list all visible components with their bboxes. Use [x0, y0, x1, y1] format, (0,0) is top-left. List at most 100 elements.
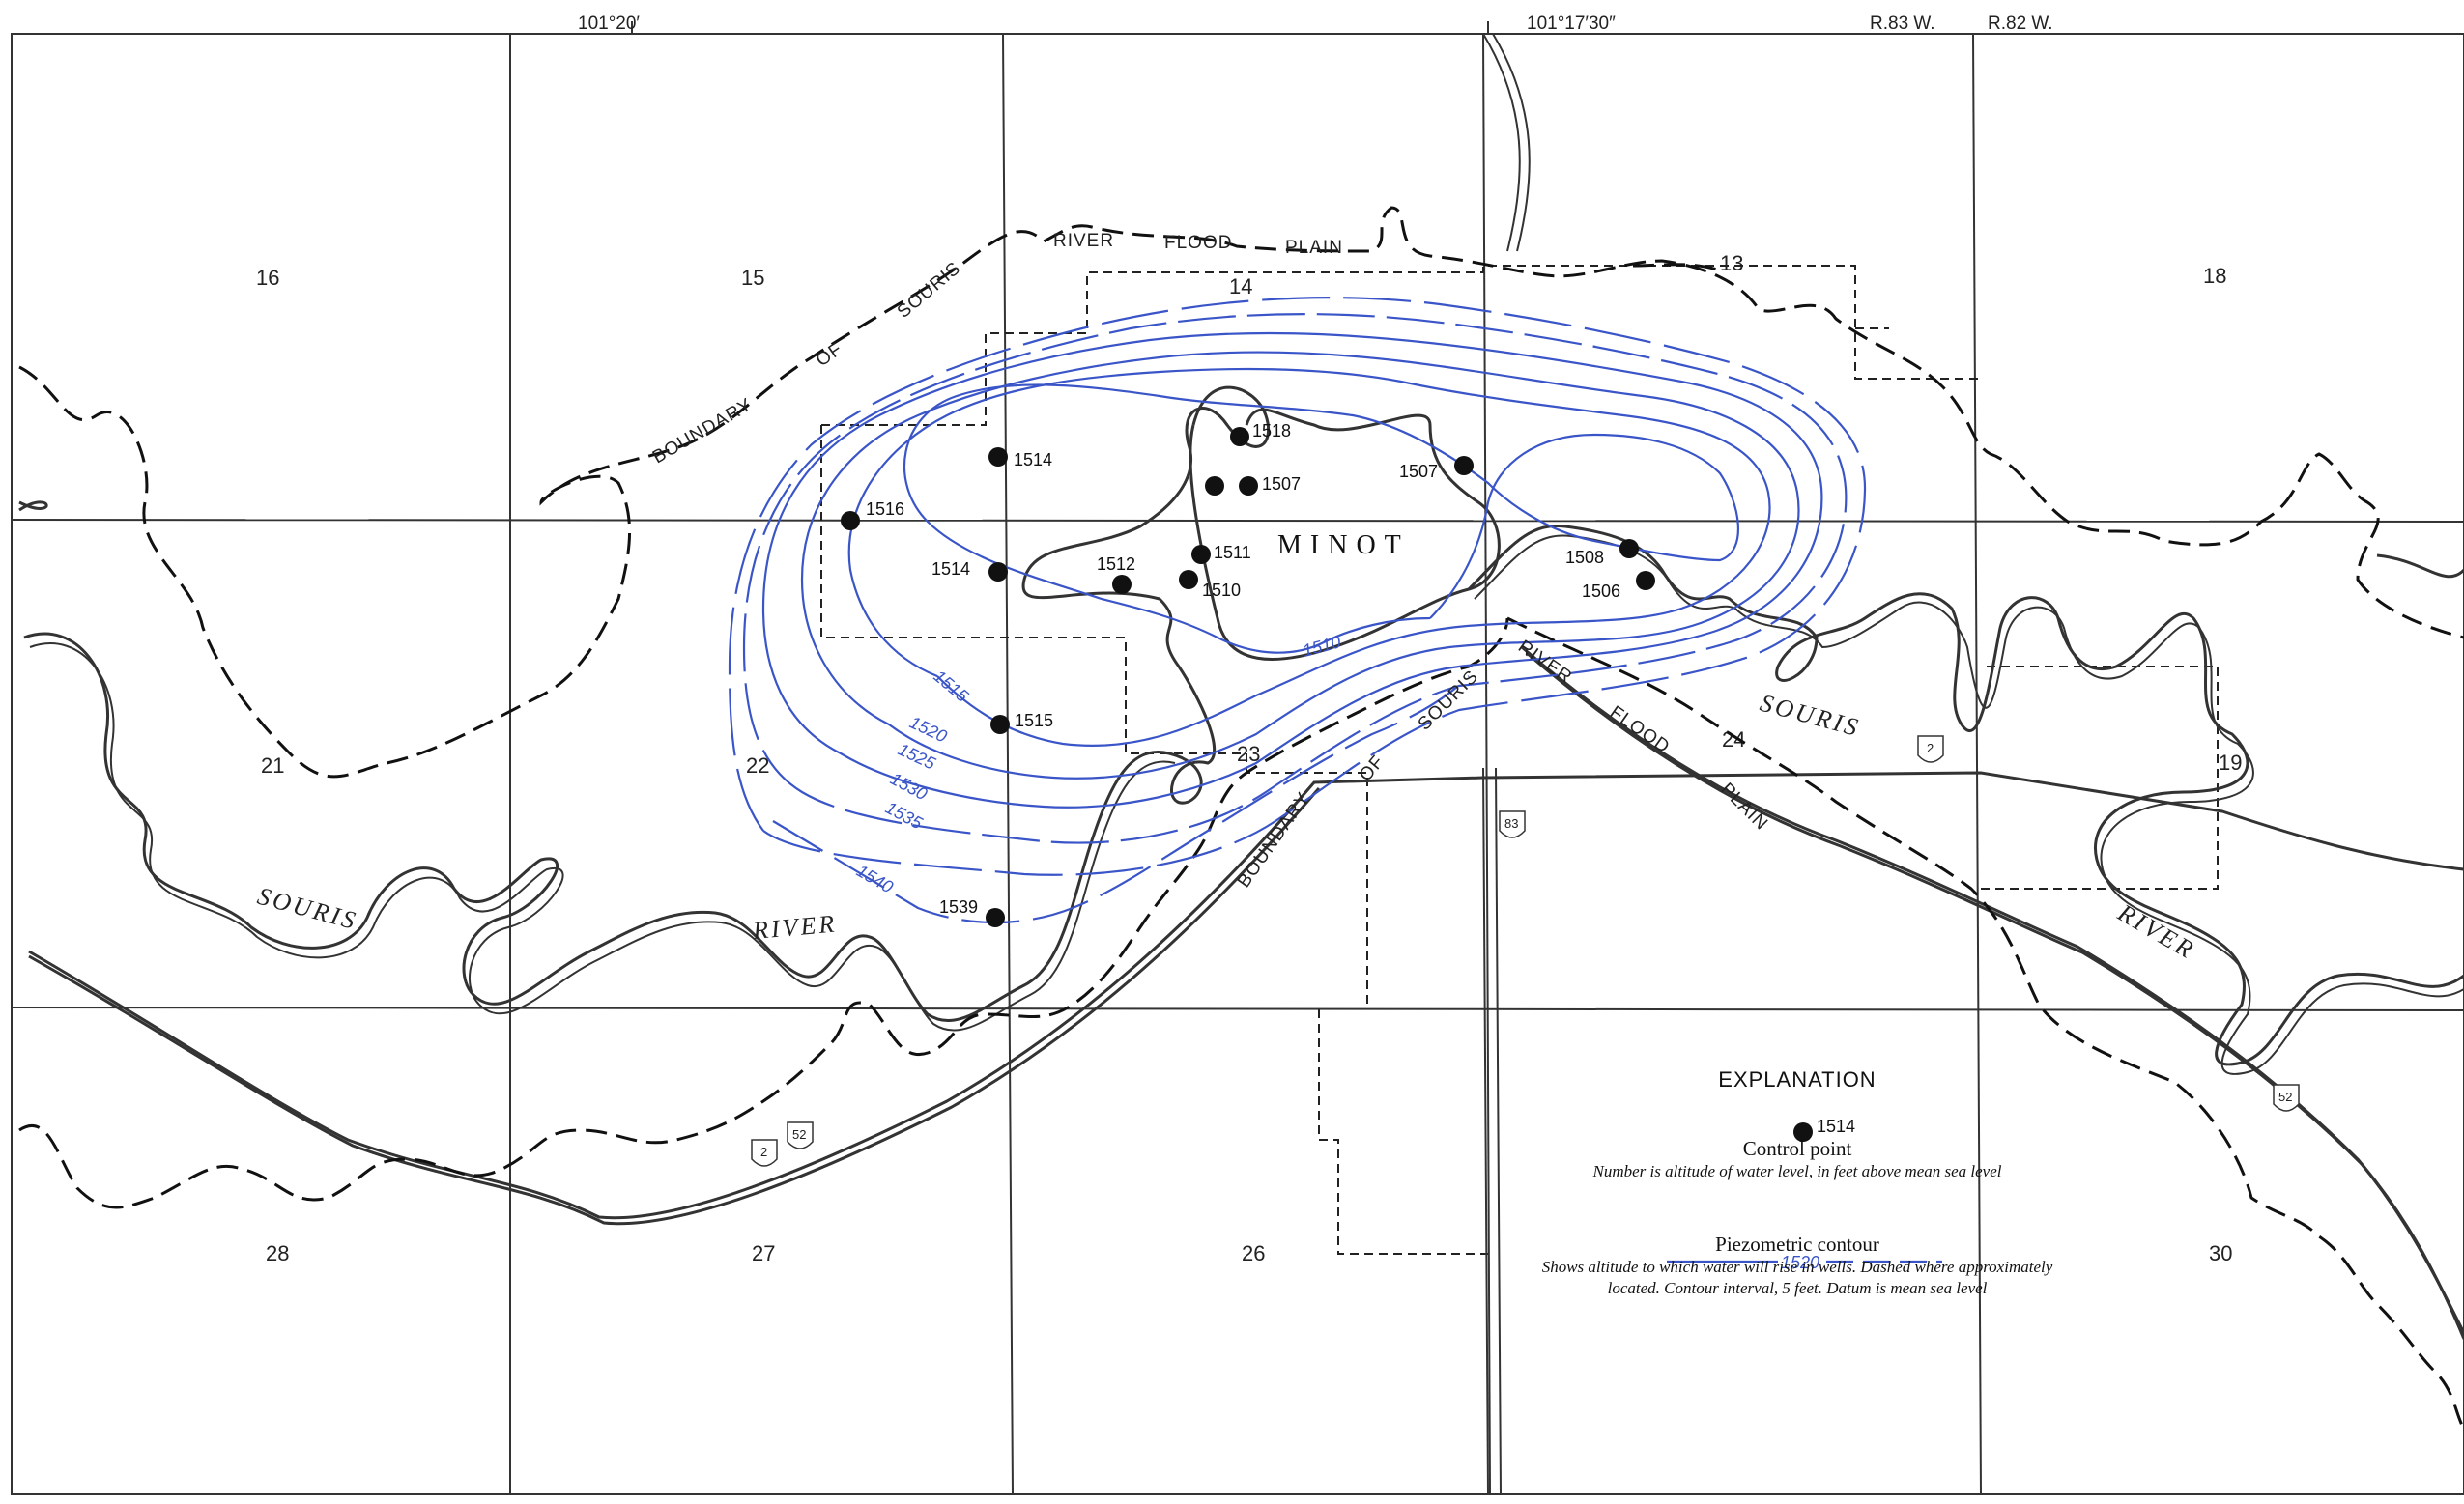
legend-control-point-symbol — [1793, 1122, 1813, 1142]
section-number: 16 — [256, 266, 279, 290]
legend-spacer — [1507, 1098, 2087, 1133]
section-number: 26 — [1242, 1241, 1265, 1265]
contour-1540 — [772, 675, 1470, 924]
contour-1535 — [728, 297, 1867, 876]
section-grid — [11, 21, 2464, 1495]
control-point[interactable] — [988, 562, 1008, 582]
flood-plain-label: BOUNDARY — [1234, 788, 1314, 892]
flood-plain-label: OF — [813, 339, 846, 371]
section-number: 19 — [2219, 751, 2242, 775]
legend-contour-sample: 1520 — [1781, 1253, 1819, 1272]
river-label: SOURIS — [254, 882, 360, 935]
legend-contour-title: Piezometric contour — [1715, 1233, 1879, 1256]
legend-control-point-title: Control point — [1742, 1137, 1852, 1160]
control-point-label: 1507 — [1262, 474, 1301, 494]
contour-label: 1510 — [1301, 632, 1343, 661]
section-numbers: 16 15 14 13 18 21 22 23 24 19 28 27 26 3… — [256, 251, 2242, 1265]
piezometric-contours — [728, 297, 1867, 924]
contour-label: 1525 — [895, 739, 939, 773]
control-point-label: 1539 — [939, 897, 978, 917]
flood-plain-label: SOURIS — [894, 258, 965, 323]
control-point[interactable] — [1112, 575, 1132, 594]
control-points — [841, 427, 1655, 927]
section-number: 28 — [266, 1241, 289, 1265]
control-point-label: 1515 — [1015, 711, 1053, 730]
control-point[interactable] — [990, 715, 1010, 734]
contour-1515 — [847, 367, 1771, 748]
control-point[interactable] — [841, 511, 860, 530]
flood-plain-label: PLAIN — [1285, 238, 1343, 258]
control-point-label: 1518 — [1252, 421, 1291, 440]
flood-plain-label: SOURIS — [1415, 667, 1483, 735]
flood-plain-label: RIVER — [1053, 231, 1114, 251]
us-highway-shield — [787, 1121, 814, 1149]
legend-control-point-sample: 1514 — [1817, 1117, 1855, 1136]
contour-1530 — [742, 312, 1848, 844]
flood-plain-label: FLOOD — [1164, 233, 1232, 253]
control-point-label: 1511 — [1214, 543, 1251, 562]
city-limits — [820, 265, 2219, 1255]
contour-1510 — [903, 383, 1740, 654]
legend-spacer — [1507, 1182, 2087, 1229]
section-number: 13 — [1720, 251, 1743, 275]
control-point-label: 1508 — [1565, 548, 1604, 567]
control-point[interactable] — [1619, 539, 1639, 558]
control-point-label: 1512 — [1097, 554, 1135, 574]
flood-plain-label: FLOOD — [1606, 702, 1674, 758]
section-number: 22 — [746, 753, 769, 778]
control-point[interactable] — [1205, 476, 1224, 496]
us-highway-shield — [1499, 810, 1526, 838]
section-number: 18 — [2203, 264, 2226, 288]
legend-title: EXPLANATION — [1718, 1067, 1877, 1092]
us-highway-shield — [2273, 1084, 2300, 1112]
contour-label: 1540 — [853, 861, 897, 896]
flood-plain-label: BOUNDARY — [649, 394, 756, 468]
highway-number: 2 — [1927, 741, 1934, 755]
section-number: 27 — [752, 1241, 775, 1265]
contour-1525 — [761, 331, 1823, 809]
highway-number: 2 — [760, 1145, 767, 1159]
legend-control-point-desc: Number is altitude of water level, in fe… — [1592, 1162, 2002, 1180]
range-label-83: R.83 W. — [1870, 14, 1935, 34]
control-point[interactable] — [1454, 456, 1474, 475]
flood-plain-boundary — [18, 206, 2464, 1431]
control-point-label: 1514 — [1014, 450, 1052, 469]
control-point-label: 1514 — [931, 559, 970, 579]
highway-shields — [751, 735, 2300, 1167]
section-number: 24 — [1722, 727, 1745, 752]
section-number: 21 — [261, 753, 284, 778]
section-number: 30 — [2209, 1241, 2232, 1265]
longitude-label-right: 101°17′30″ — [1527, 14, 1616, 34]
control-point-label: 1507 — [1399, 462, 1438, 481]
control-point[interactable] — [1239, 476, 1258, 496]
control-point[interactable] — [986, 908, 1005, 927]
legend: EXPLANATION Control point Number is alti… — [1507, 1067, 2087, 1299]
highways — [28, 33, 2464, 1495]
control-point-label: 1506 — [1582, 582, 1620, 601]
range-label-82: R.82 W. — [1988, 14, 2053, 34]
flood-plain-label: PLAIN — [1716, 780, 1771, 835]
section-number: 15 — [741, 266, 764, 290]
flood-plain-label: RIVER — [1514, 637, 1576, 688]
city-label: MINOT — [1277, 530, 1410, 560]
control-point[interactable] — [1191, 545, 1211, 564]
us-highway-shield — [1917, 735, 1944, 763]
control-point-label: 1516 — [866, 499, 904, 519]
control-point[interactable] — [988, 447, 1008, 467]
control-point[interactable] — [1179, 570, 1198, 589]
control-point-labels: 1518 1507 1507 1514 1516 1514 1512 1511 … — [866, 421, 1620, 917]
us-highway-shield — [751, 1139, 778, 1167]
control-point[interactable] — [1636, 571, 1655, 590]
section-number: 14 — [1229, 274, 1252, 298]
souris-river-inner-bank — [29, 534, 2464, 1075]
river-label: RIVER — [751, 909, 838, 945]
contour-1520 — [800, 351, 1800, 780]
river-label: SOURIS — [1757, 689, 1863, 742]
legend-contour-desc: Shows altitude to which water will rise … — [1541, 1258, 2053, 1297]
longitude-label-left: 101°20′ — [578, 14, 640, 34]
control-point-label: 1510 — [1202, 581, 1241, 600]
control-point[interactable] — [1230, 427, 1249, 446]
highway-number: 52 — [792, 1127, 806, 1142]
highway-number: 52 — [2278, 1090, 2292, 1104]
